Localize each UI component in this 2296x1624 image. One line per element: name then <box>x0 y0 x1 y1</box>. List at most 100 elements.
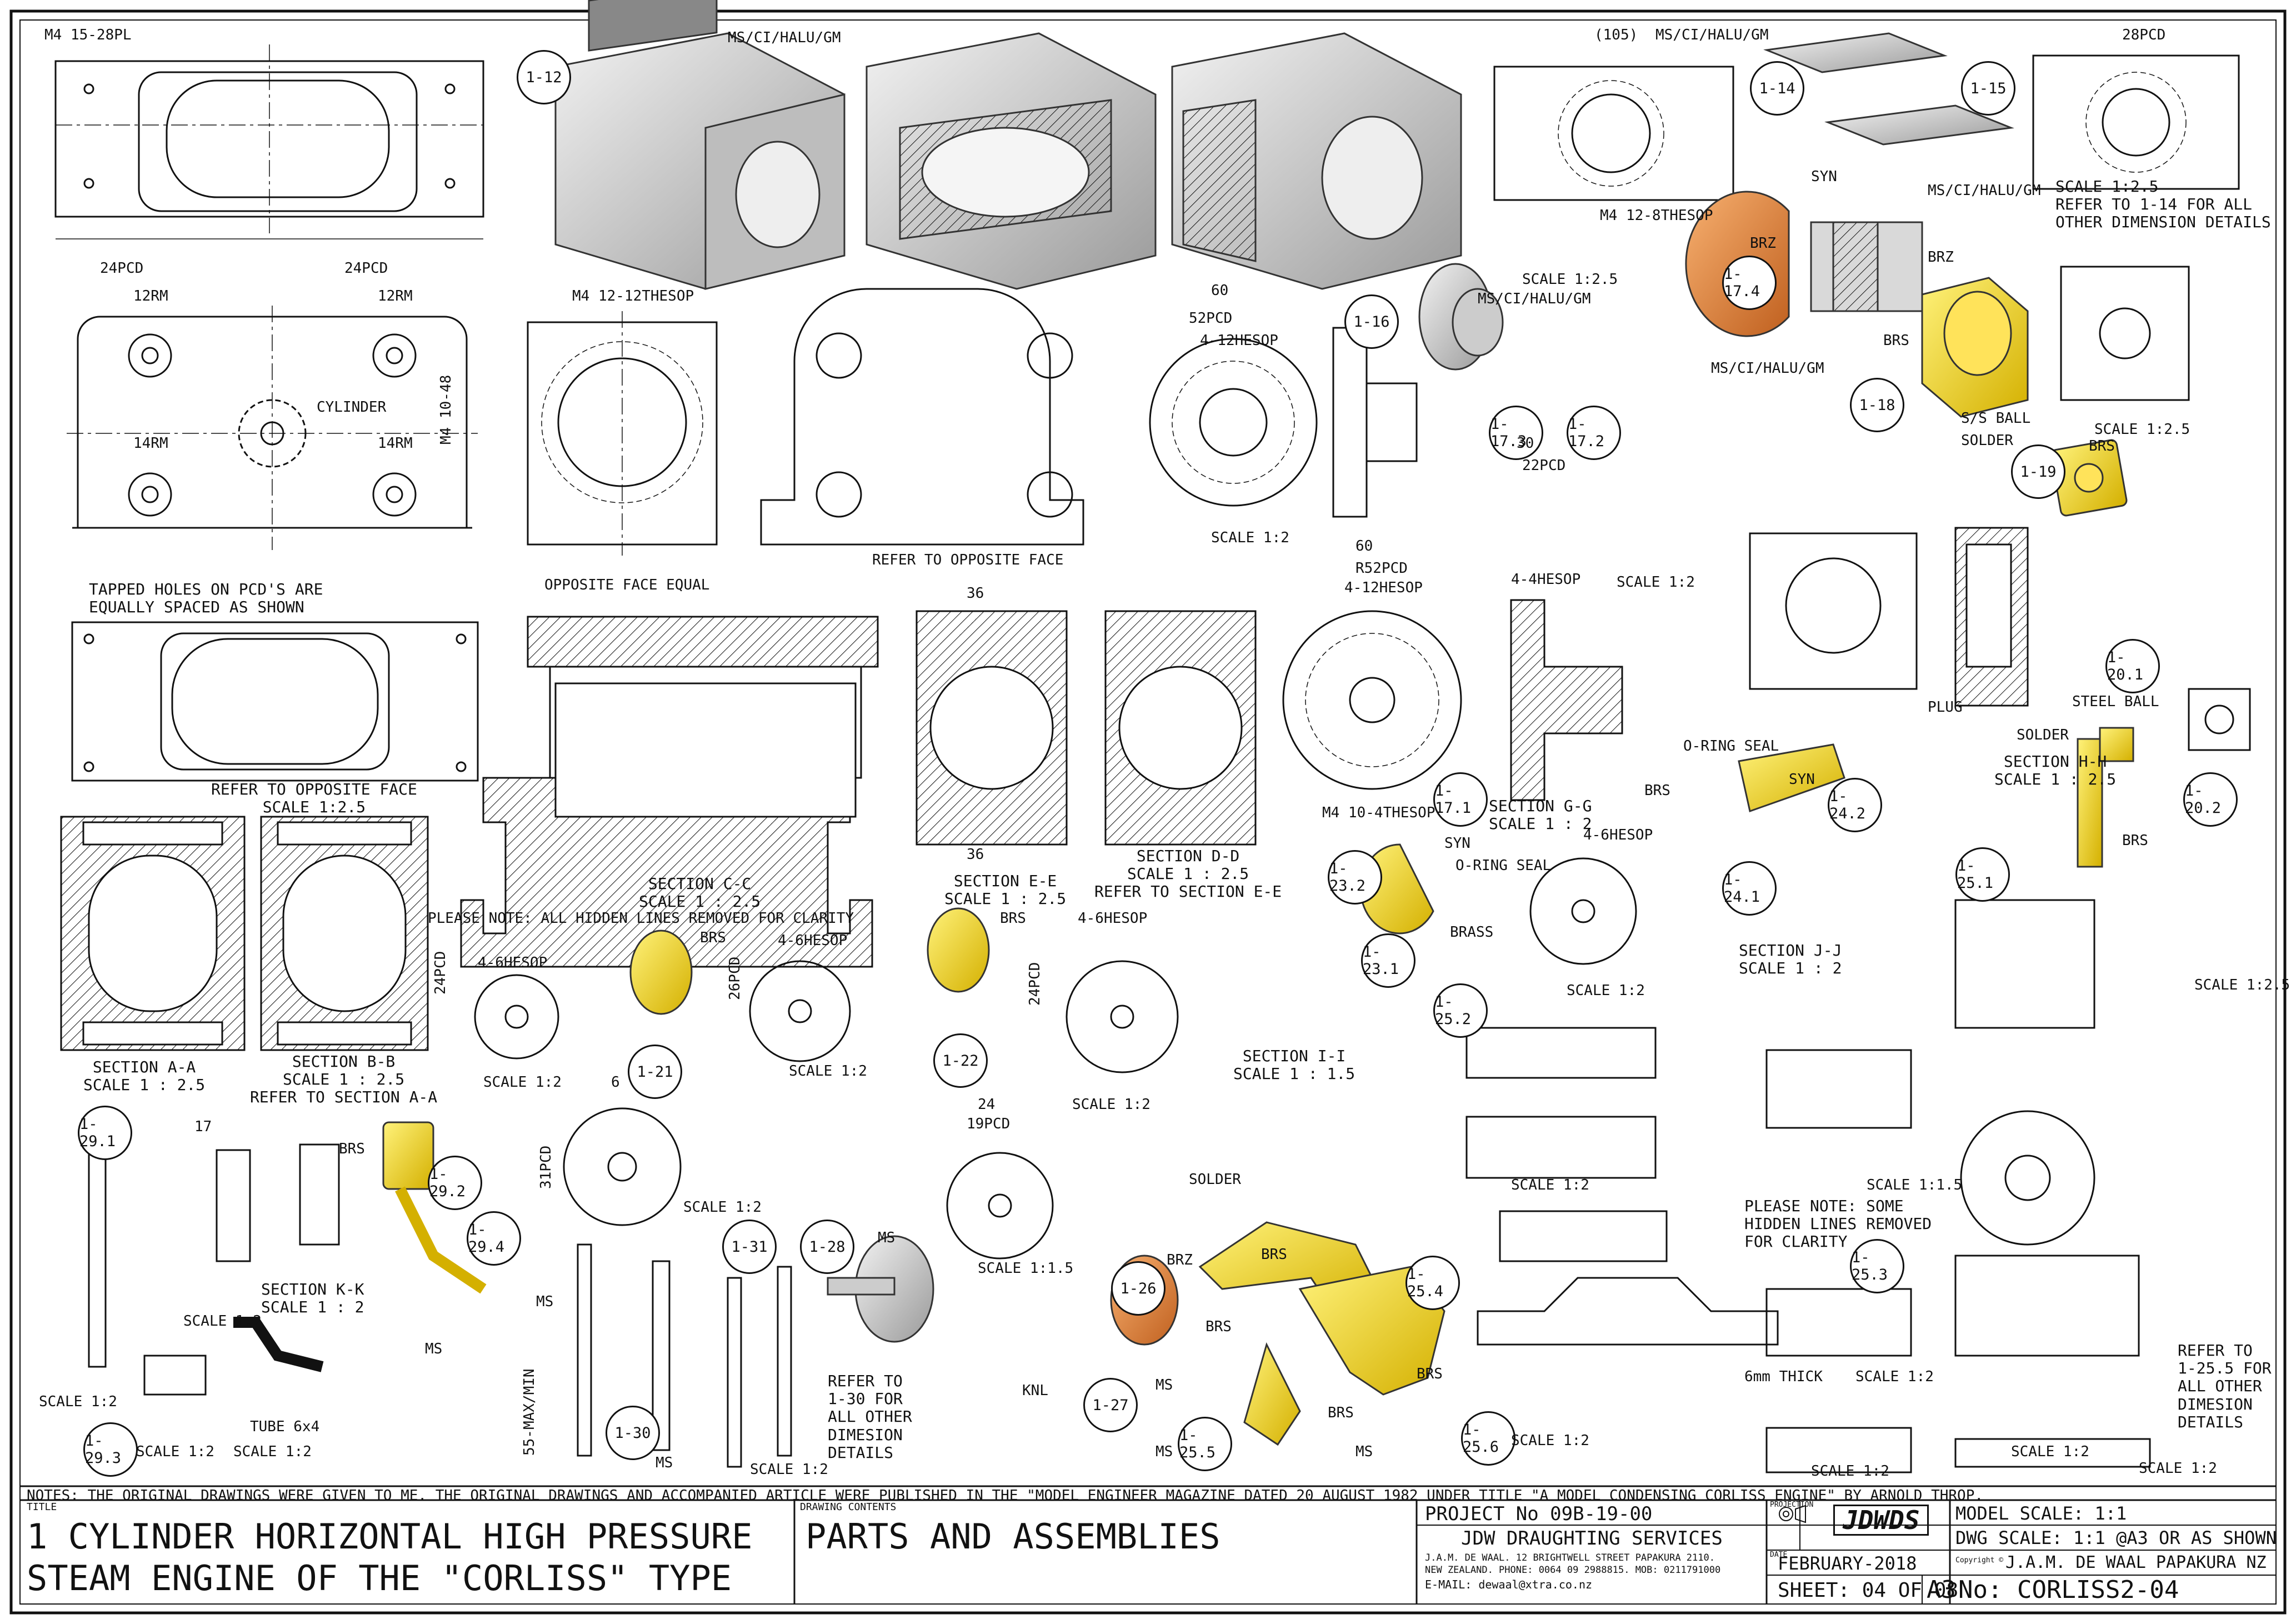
part-balloon-1-29-2: 1-29.2 <box>428 1156 482 1210</box>
max-min-label: 55-MAX/MIN <box>521 1368 538 1456</box>
material-syn-2: SYN <box>1789 771 1815 788</box>
dim-36-top: 36 <box>967 585 984 602</box>
section-i-i-caption: SECTION I-I SCALE 1 : 1.5 <box>1233 1047 1355 1083</box>
refer-1-25-5-note: REFER TO 1-25.5 FOR ALL OTHER DIMESION D… <box>2178 1341 2272 1431</box>
hesop-4-6-d: 4-6HESOP <box>1583 827 1653 843</box>
company-name: JDW DRAUGHTING SERVICES <box>1461 1527 1723 1550</box>
dim-36-bottom: 36 <box>967 846 984 863</box>
material-ms-5: MS <box>536 1293 554 1310</box>
scale-1-1-5: SCALE 1:1.5 <box>978 1260 1074 1277</box>
view-1-20-2 <box>2188 688 2251 751</box>
notes-text: NOTES: THE ORIGINAL DRAWINGS WERE GIVEN … <box>27 1487 1983 1504</box>
material-syn-3: SYN <box>1444 835 1470 852</box>
scale-1-2-a: SCALE 1:2 <box>1211 529 1289 546</box>
material-brz-3: BRZ <box>1167 1252 1193 1268</box>
material-o-ring: O-RING SEAL <box>1683 738 1779 754</box>
render-brass-1-19 <box>2050 439 2128 517</box>
part-balloon-1-29-1: 1-29.1 <box>78 1106 132 1160</box>
scale-1-2-n: SCALE 1:2 <box>1511 1432 1589 1449</box>
scale-1-2-j: SCALE 1:2 <box>136 1443 214 1460</box>
material-brs-2: BRS <box>2089 438 2115 454</box>
section-h-h-caption: SECTION H-H SCALE 1 : 2.5 <box>1994 752 2117 789</box>
pcd-22: 22PCD <box>1522 457 1566 474</box>
scale-1-2-e: SCALE 1:2 <box>1567 982 1645 999</box>
view-1-17-1 <box>1282 599 1623 801</box>
scale-1-2-d: SCALE 1:2 <box>1072 1096 1150 1113</box>
six-thick: 6mm THICK <box>1744 1368 1823 1385</box>
material-brs-6: BRS <box>1000 910 1026 927</box>
view-1-20-section <box>1749 527 2029 707</box>
thread-note-m4-10-4: M4 10-4THESOP <box>1322 804 1435 821</box>
view-end-d-e <box>760 288 1084 546</box>
scale-1-2-5-right: SCALE 1:2.5 <box>2094 421 2190 438</box>
section-d-d-caption: SECTION D-D SCALE 1 : 2.5 REFER TO SECTI… <box>1094 847 1282 901</box>
rm-12-b: 12RM <box>378 288 413 304</box>
material-ms-2: MS <box>1155 1377 1173 1393</box>
model-scale: MODEL SCALE: 1:1 <box>1955 1503 2127 1524</box>
material-ms-ci-2: MS/CI/HALU/GM <box>1655 27 1769 43</box>
scale-1-2-k: SCALE 1:2 <box>233 1443 312 1460</box>
project-number: PROJECT No 09B-19-00 <box>1425 1503 1653 1525</box>
hesop-4-12: 4-12HESOP <box>1200 332 1278 349</box>
dim-60: 60 <box>1211 282 1229 299</box>
render-brass-1-29 <box>382 1121 487 1294</box>
material-brz-2: BRZ <box>1928 249 1954 266</box>
dim-24: 24 <box>978 1096 996 1113</box>
material-ms-ci-5: MS/CI/HALU/GM <box>1711 360 1824 377</box>
material-ss-ball: S/S BALL <box>1961 410 2031 427</box>
material-knl: KNL <box>1022 1382 1048 1399</box>
scale-1-2-f: SCALE 1:2 <box>1617 574 1695 591</box>
view-1-25-1 <box>1954 899 2095 1029</box>
opposite-face-equal: OPPOSITE FACE EQUAL <box>544 577 710 593</box>
part-balloon-1-29-3: 1-29.3 <box>83 1422 138 1477</box>
thread-note-top: M4 15-28PL <box>44 27 132 43</box>
hesop-4-6-c: 4-6HESOP <box>1078 910 1148 927</box>
tapped-note: TAPPED HOLES ON PCD'S ARE EQUALLY SPACED… <box>89 580 323 617</box>
part-balloon-1-22: 1-22 <box>933 1033 988 1088</box>
view-1-29-parts <box>88 1143 340 1396</box>
rm-14-a: 14RM <box>133 435 168 452</box>
render-flange-1-16 <box>1418 263 1504 371</box>
material-solder-3: SOLDER <box>1189 1171 1241 1188</box>
rm-14-b: 14RM <box>378 435 413 452</box>
part-balloon-1-25-2: 1-25.2 <box>1433 983 1488 1038</box>
scale-1-2-p: SCALE 1:2 <box>1811 1463 1889 1480</box>
tube-label: TUBE 6x4 <box>250 1418 320 1435</box>
render-steel-1-28 <box>827 1235 934 1343</box>
scale-1-2-i: SCALE 1:2 <box>39 1393 117 1410</box>
pcd-24-d: 24PCD <box>1027 962 1043 1006</box>
drawing-title-line-2: STEAM ENGINE OF THE "CORLISS" TYPE <box>27 1558 732 1598</box>
paper-size: A3 <box>1927 1576 1956 1604</box>
part-balloon-1-26: 1-26 <box>1111 1261 1165 1316</box>
part-balloon-1-25-1: 1-25.1 <box>1955 847 2010 902</box>
render-brass-1-20 <box>2077 727 2134 868</box>
render-frame-1 <box>554 0 846 290</box>
contents-caption: DRAWING CONTENTS <box>800 1501 897 1513</box>
material-brs-10: BRS <box>1417 1366 1443 1382</box>
company-address-2: NEW ZEALAND. PHONE: 0064 09 2988815. MOB… <box>1425 1565 1721 1576</box>
material-solder-2: SOLDER <box>2017 727 2069 743</box>
view-rods-1-30-1-31 <box>577 1243 792 1468</box>
dim-6: 6 <box>611 1074 620 1091</box>
part-balloon-1-20-1: 1-20.1 <box>2105 639 2160 693</box>
view-circles-lower <box>474 857 2095 1260</box>
dim-30: 30 <box>1517 435 1534 452</box>
part-balloon-1-23-2: 1-23.2 <box>1328 850 1382 905</box>
scale-1-2-h: SCALE 1:2 <box>183 1313 262 1330</box>
date-caption: DATE <box>1770 1551 1788 1559</box>
copyright-owner: J.A.M. DE WAAL PAPAKURA NZ <box>2005 1553 2267 1572</box>
material-syn: SYN <box>1811 168 1837 185</box>
view-1-15 <box>2032 54 2240 190</box>
scale-1-2-l: SCALE 1:2 <box>750 1461 828 1478</box>
section-j-j-caption: SECTION J-J SCALE 1 : 2 <box>1739 941 1842 978</box>
view-1-18-right <box>2060 266 2190 401</box>
part-balloon-1-12: 1-12 <box>517 50 571 104</box>
part-balloon-1-21: 1-21 <box>628 1045 682 1099</box>
part-balloon-1-30: 1-30 <box>606 1406 660 1460</box>
refer-opposite-face: REFER TO OPPOSITE FACE <box>872 552 1064 568</box>
part-balloon-1-29-4: 1-29.4 <box>467 1211 521 1266</box>
material-ms-ci-3: MS/CI/HALU/GM <box>1928 182 2041 199</box>
part-balloon-1-24-2: 1-24.2 <box>1828 778 1882 832</box>
scale-1-2-q: SCALE 1:2 <box>2139 1460 2217 1477</box>
